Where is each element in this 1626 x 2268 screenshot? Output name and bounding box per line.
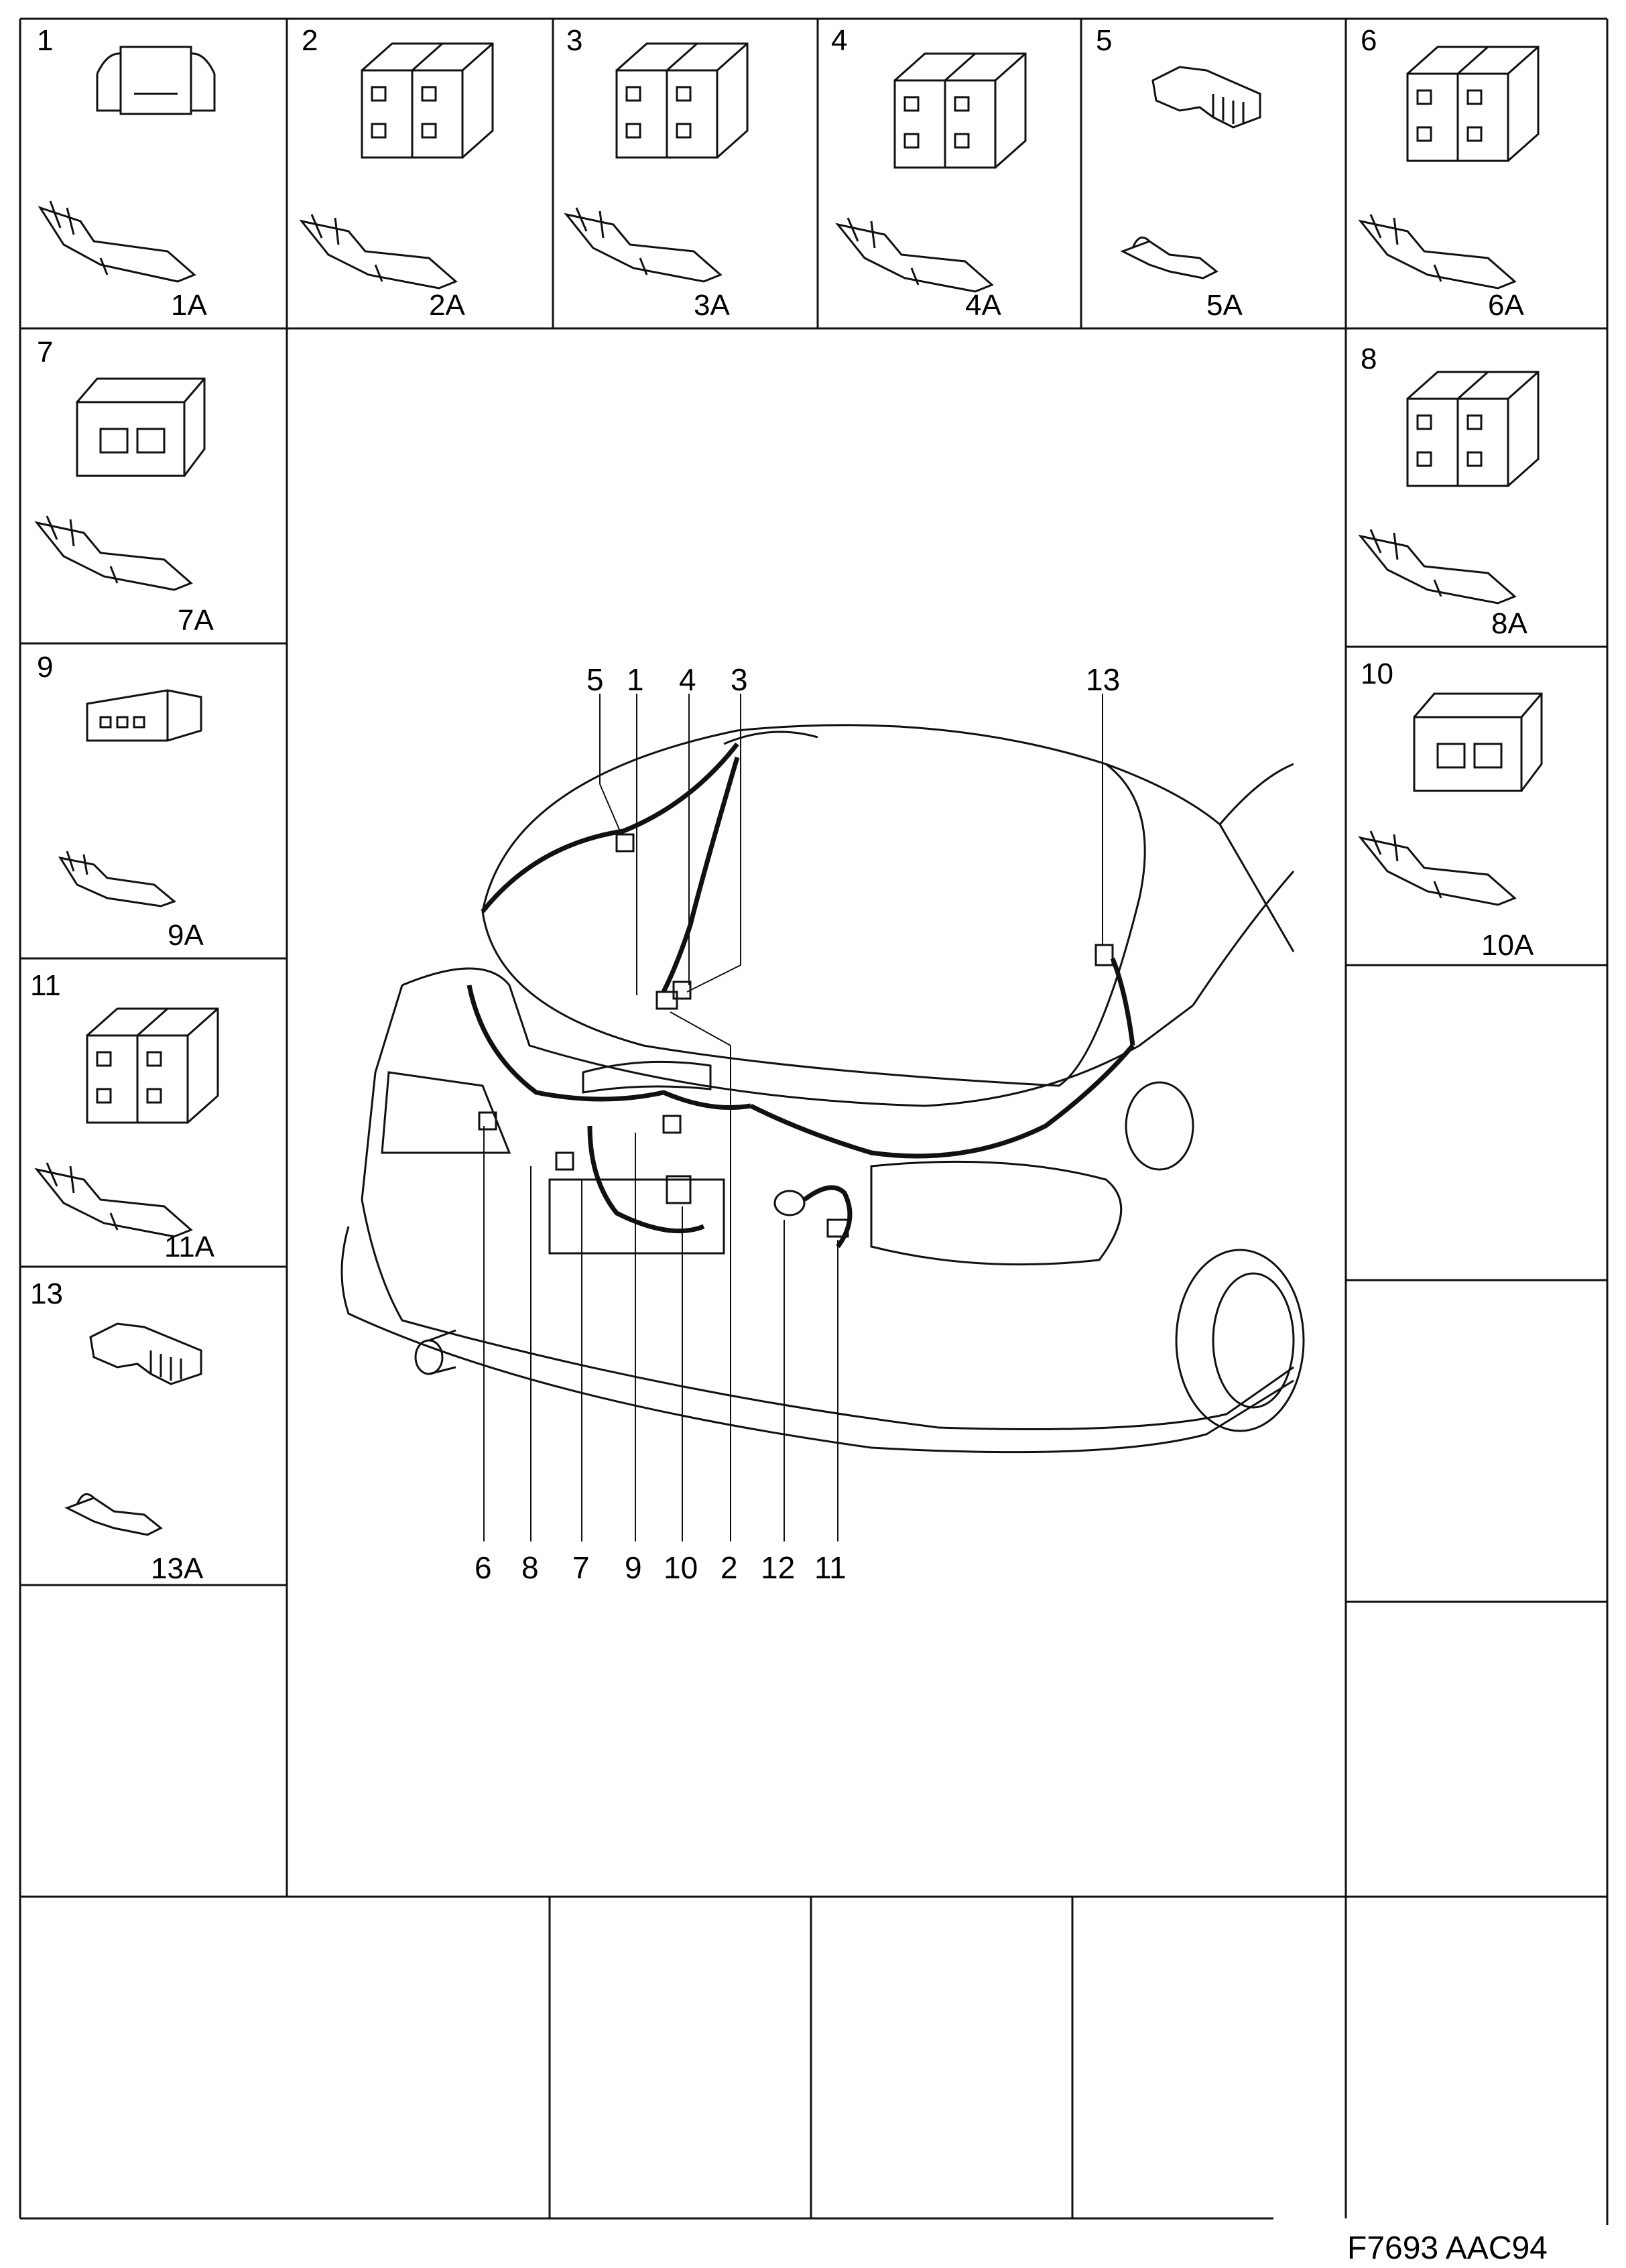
connector-5-icon — [1151, 66, 1261, 129]
cell-number: 1 — [37, 24, 53, 57]
connector-4-icon — [893, 52, 1027, 169]
terminal-7a-icon — [34, 515, 193, 591]
wiring-harness — [466, 742, 1135, 1249]
callout-label: 12 — [761, 1550, 795, 1585]
cell-sub-label: 1A — [171, 289, 207, 322]
cell-number: 2 — [302, 24, 318, 57]
connector-13-icon — [89, 1322, 202, 1385]
cell-11: 11 11A — [30, 969, 219, 1263]
callout-label: 5 — [586, 662, 604, 697]
terminal-5a-icon — [1120, 236, 1218, 279]
cell-number: 6 — [1361, 24, 1377, 57]
cell-sub-label: 11A — [164, 1231, 215, 1263]
connector-7-icon — [76, 377, 206, 477]
callout-label: 7 — [572, 1550, 590, 1585]
connector-1-icon — [96, 46, 216, 115]
terminal-11a-icon — [34, 1162, 193, 1238]
cell-8: 8 8A — [1358, 342, 1540, 640]
terminal-9a-icon — [58, 850, 176, 907]
cell-1: 1 1A — [37, 24, 216, 322]
cell-number: 10 — [1361, 657, 1393, 690]
callout-label: 1 — [627, 662, 644, 697]
connector-11-icon — [86, 1007, 219, 1124]
cell-number: 7 — [37, 336, 53, 369]
cell-2: 2 2A — [299, 24, 494, 322]
terminal-13a-icon — [64, 1493, 163, 1536]
connector-markers — [478, 833, 1114, 1238]
cell-3: 3 3A — [564, 24, 749, 322]
terminal-10a-icon — [1358, 830, 1517, 906]
terminal-8a-icon — [1358, 529, 1517, 605]
callout-label: 13 — [1086, 662, 1120, 697]
connector-8-icon — [1406, 371, 1540, 487]
leader-lines — [483, 694, 1103, 1541]
callout-label: 10 — [664, 1550, 698, 1585]
cell-sub-label: 9A — [168, 919, 204, 952]
terminal-2a-icon — [299, 214, 458, 290]
car-rear-drawing — [340, 724, 1305, 1454]
callout-label: 8 — [521, 1550, 539, 1585]
terminal-6a-icon — [1358, 214, 1517, 290]
callout-label: 9 — [625, 1550, 642, 1585]
cell-number: 5 — [1096, 24, 1112, 57]
terminal-1a-icon — [38, 200, 196, 283]
terminal-3a-icon — [564, 207, 723, 283]
cell-sub-label: 8A — [1491, 607, 1527, 640]
cell-10: 10 10A — [1358, 657, 1543, 962]
cell-number: 11 — [30, 969, 61, 1002]
cell-number: 8 — [1361, 342, 1377, 375]
cell-sub-label: 5A — [1206, 289, 1243, 322]
cell-number: 9 — [37, 651, 53, 684]
cell-7: 7 7A — [34, 336, 214, 637]
cell-number: 13 — [30, 1277, 63, 1310]
cell-sub-label: 13A — [151, 1552, 204, 1585]
cell-sub-label: 10A — [1481, 929, 1534, 962]
callout-label: 11 — [814, 1550, 847, 1585]
cell-sub-label: 6A — [1488, 289, 1524, 322]
connector-10-icon — [1413, 692, 1543, 792]
cell-9: 9 9A — [37, 651, 204, 952]
connector-2-icon — [361, 42, 494, 159]
cell-4: 4 4A — [831, 24, 1027, 322]
callouts-bottom: 6 8 7 9 10 2 12 11 — [475, 1550, 847, 1585]
cell-sub-label: 4A — [965, 289, 1001, 322]
callout-label: 4 — [679, 662, 696, 697]
connector-3-icon — [615, 42, 749, 159]
cell-6: 6 6A — [1358, 24, 1540, 322]
connector-6-icon — [1406, 46, 1540, 162]
cell-sub-label: 7A — [178, 604, 214, 637]
connector-9-icon — [86, 689, 202, 742]
cell-sub-label: 2A — [429, 289, 465, 322]
cell-5: 5 5A — [1096, 24, 1261, 322]
terminal-4a-icon — [835, 217, 994, 293]
cell-number: 3 — [566, 24, 582, 57]
callouts-top: 5 1 4 3 13 — [586, 662, 1120, 697]
callout-label: 2 — [721, 1550, 738, 1585]
figure-code: F7693 AAC94 — [1347, 2230, 1548, 2266]
cell-number: 4 — [831, 24, 847, 57]
cell-sub-label: 3A — [694, 289, 730, 322]
callout-label: 6 — [475, 1550, 492, 1585]
cell-13: 13 13A — [30, 1277, 204, 1585]
callout-label: 3 — [731, 662, 748, 697]
grid-lines — [19, 17, 1609, 2225]
